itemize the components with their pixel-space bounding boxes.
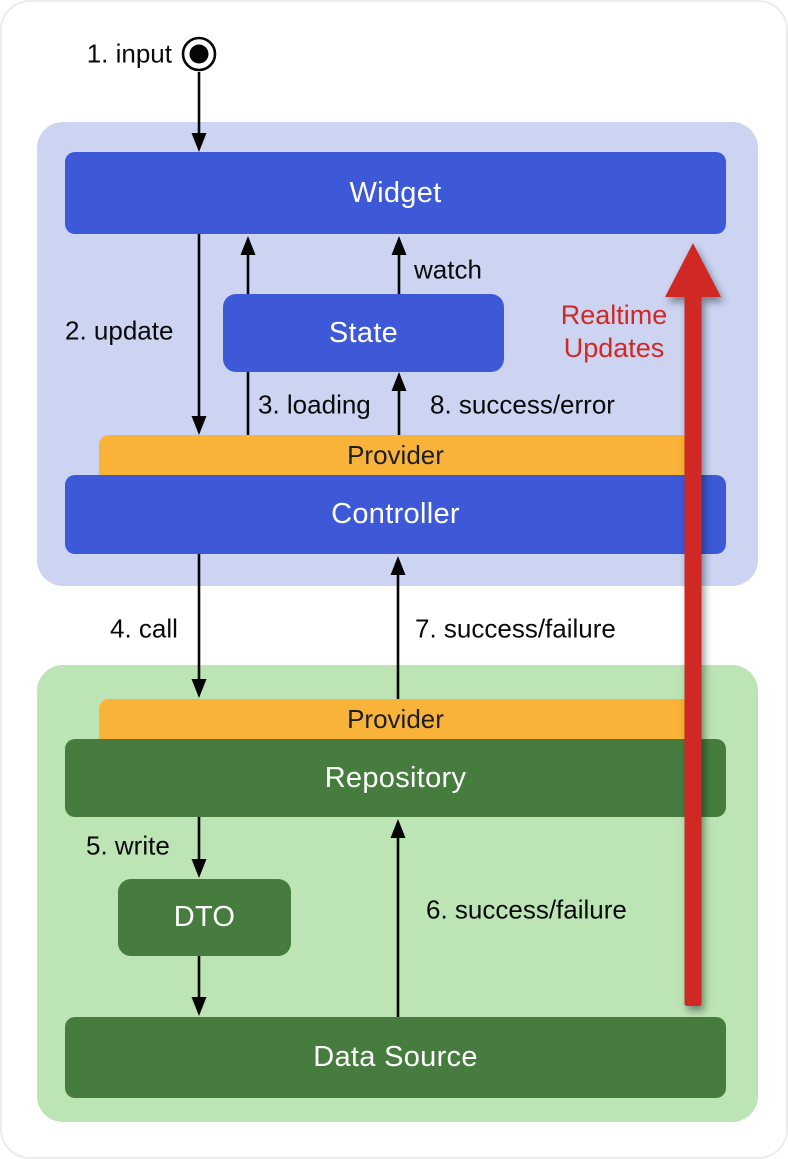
provider-ui-label: Provider	[347, 440, 444, 470]
edge-label-update: 2. update	[65, 315, 174, 346]
arrow-success-failure-7	[390, 556, 406, 699]
edge-label-watch: watch	[414, 254, 482, 285]
data-source-node-label: Data Source	[313, 1041, 478, 1073]
realtime-label-line1: Realtime	[560, 300, 668, 330]
controller-node-label: Controller	[331, 498, 460, 530]
widget-node: Widget	[65, 152, 726, 234]
repository-node-label: Repository	[324, 761, 467, 794]
start-bullseye-icon	[181, 36, 217, 72]
arrow-dto-datasource	[191, 956, 207, 1016]
edge-label-success-failure-7: 7. success/failure	[415, 613, 616, 644]
arrow-update	[191, 234, 207, 435]
controller-node: Controller	[65, 475, 726, 554]
edge-label-success-error-8: 8. success/error	[430, 389, 615, 420]
arrow-input	[191, 72, 207, 152]
edge-label-call: 4. call	[110, 613, 178, 644]
dto-node: DTO	[118, 879, 291, 956]
arrow-success-error-8	[391, 372, 407, 435]
provider-data-label: Provider	[347, 704, 444, 734]
edge-label-input: 1. input	[86, 38, 172, 69]
dto-node-label: DTO	[173, 901, 236, 933]
edge-label-success-failure-6: 6. success/failure	[426, 894, 627, 925]
state-node: State	[223, 294, 504, 372]
arrow-watch	[391, 236, 407, 295]
realtime-updates-label: Realtime Updates	[534, 299, 694, 365]
state-node-label: State	[328, 316, 399, 349]
realtime-label-line2: Updates	[563, 333, 665, 363]
data-source-node: Data Source	[65, 1017, 726, 1098]
repository-node: Repository	[65, 739, 726, 817]
arrow-call	[191, 554, 207, 698]
arrow-write	[191, 817, 207, 878]
edge-label-loading: 3. loading	[258, 389, 371, 420]
arrow-success-failure-6	[390, 819, 406, 1017]
widget-node-label: Widget	[349, 176, 442, 209]
edge-label-write: 5. write	[86, 830, 170, 861]
